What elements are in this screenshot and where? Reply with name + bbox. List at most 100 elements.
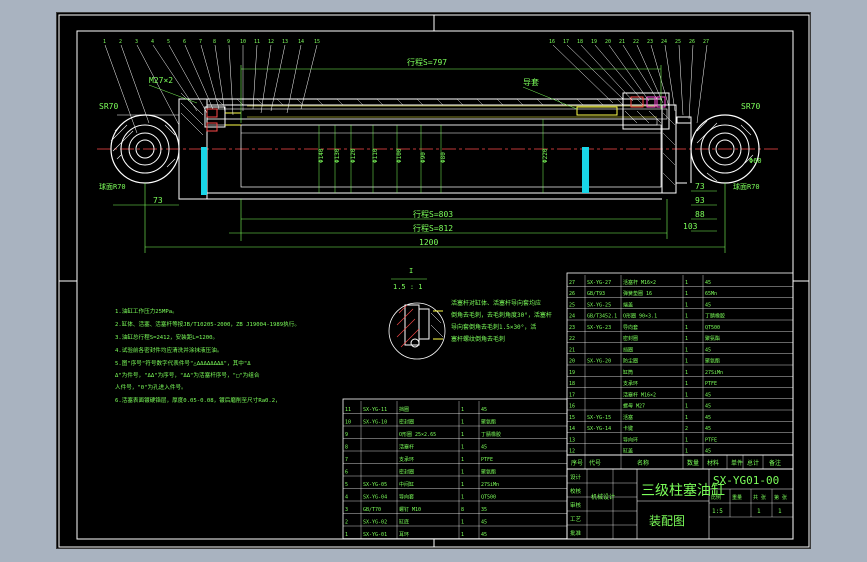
bom-cell-code: SX-YG-23 — [587, 325, 611, 331]
bom-cell-qty: 1 — [461, 432, 464, 438]
balloon-left-9[interactable]: 9 — [227, 39, 230, 45]
balloon-left-10[interactable]: 10 — [240, 39, 246, 45]
bom-cell-name: 活塞杆 M16×2 — [623, 279, 656, 286]
bom-cell-mat: 45 — [705, 404, 711, 410]
balloon-left-12[interactable]: 12 — [268, 39, 274, 45]
bom-cell-name: 螺母 M27 — [623, 403, 645, 410]
balloon-left-11[interactable]: 11 — [254, 39, 260, 45]
balloon-left-14[interactable]: 14 — [298, 39, 304, 45]
bom-cell-no: 13 — [569, 437, 575, 443]
title-block: 三级柱塞油缸 装配图 SX-YG01-00 比例 重量 共 张 第 张 1:5 … — [566, 468, 794, 540]
bom-cell-qty: 1 — [461, 420, 464, 426]
stroke-bot-dim: 行程S=812 — [413, 223, 453, 233]
balloon-right-21[interactable]: 21 — [619, 39, 625, 45]
cad-drawing-viewport[interactable]: Φ140 Φ130 Φ120 Φ110 Φ100 Φ90 Φ80 Φ220 — [56, 12, 811, 549]
drawing-sheet: Φ140 Φ130 Φ120 Φ110 Φ100 Φ90 Φ80 Φ220 — [58, 14, 810, 548]
bom-cell-no: 24 — [569, 314, 575, 320]
bom-cell-no: 17 — [569, 392, 575, 398]
balloon-right-17[interactable]: 17 — [563, 39, 569, 45]
bom-cell-no: 20 — [569, 359, 575, 365]
balloon-left-3[interactable]: 3 — [135, 39, 138, 45]
bom-cell-qty: 1 — [461, 457, 464, 463]
balloon-right-23[interactable]: 23 — [647, 39, 653, 45]
bom-cell-no: 23 — [569, 325, 575, 331]
balloon-right-25[interactable]: 25 — [675, 39, 681, 45]
bom-cell-code: SX-YG-20 — [587, 359, 611, 365]
tech-note-5: 5.图"序号"符号数字代表件号"△ΔΔΔΔΔΔΔΔ"，其中"Δ — [115, 359, 251, 367]
sr-left-label: SR70 — [99, 102, 118, 111]
bom-cell-mat: 45 — [705, 449, 711, 455]
bom-cell-no: 3 — [345, 507, 348, 513]
balloon-right-16[interactable]: 16 — [549, 39, 555, 45]
bom-cell-qty: 1 — [685, 359, 688, 365]
balloon-right-19[interactable]: 19 — [591, 39, 597, 45]
balloon-left-8[interactable]: 8 — [213, 39, 216, 45]
scale-label-3: 第 张 — [774, 494, 787, 501]
bom-cell-mat: 45 — [705, 426, 711, 432]
piston — [204, 106, 241, 132]
bore-label-5: Φ90 — [420, 152, 427, 163]
bom-cell-name: 防尘圈 — [623, 358, 638, 365]
bore-label-1: Φ130 — [334, 148, 341, 163]
d93: 93 — [695, 196, 705, 205]
balloon-right-18[interactable]: 18 — [577, 39, 583, 45]
bom-cell-no: 12 — [569, 449, 575, 455]
balloon-left-13[interactable]: 13 — [282, 39, 288, 45]
balloon-left-4[interactable]: 4 — [151, 39, 154, 45]
bom-cell-mat: 丁腈橡胶 — [481, 431, 501, 438]
balloon-right-22[interactable]: 22 — [633, 39, 639, 45]
balloon-right-27[interactable]: 27 — [703, 39, 709, 45]
bom-cell-no: 27 — [569, 280, 575, 286]
bom-cell-mat: 45 — [705, 415, 711, 421]
balloon-left-15[interactable]: 15 — [314, 39, 320, 45]
balloon-right-20[interactable]: 20 — [605, 39, 611, 45]
balloon-left-5[interactable]: 5 — [167, 39, 170, 45]
balloon-left-6[interactable]: 6 — [183, 39, 186, 45]
bom-cell-mat: 45 — [705, 392, 711, 398]
rod-cyan-left — [201, 147, 207, 195]
stroke-top-dim: 行程S=797 — [407, 57, 447, 67]
bom-cell-mat: 45 — [705, 347, 711, 353]
balloon-right-26[interactable]: 26 — [689, 39, 695, 45]
bom-cell-name: 中间缸 — [399, 481, 414, 488]
bom-header-no: 序号 — [571, 459, 583, 467]
bom-cell-name: 缸盖 — [623, 448, 633, 455]
detail-note-line-2: 倒角去毛刺，去毛刺角度30°，活塞杆 — [451, 311, 552, 319]
bom-cell-qty: 1 — [685, 404, 688, 410]
balloon-right-24[interactable]: 24 — [661, 39, 667, 45]
balloon-left-1[interactable]: 1 — [103, 39, 106, 45]
balloon-left-7[interactable]: 7 — [199, 39, 202, 45]
bom-cell-qty: 1 — [685, 437, 688, 443]
bom-cell-mat: 35 — [481, 507, 487, 513]
balloon-left-2[interactable]: 2 — [119, 39, 122, 45]
bom-header: 序号 代号 名称 数量 材料 单件 总计 备注 — [566, 454, 794, 470]
